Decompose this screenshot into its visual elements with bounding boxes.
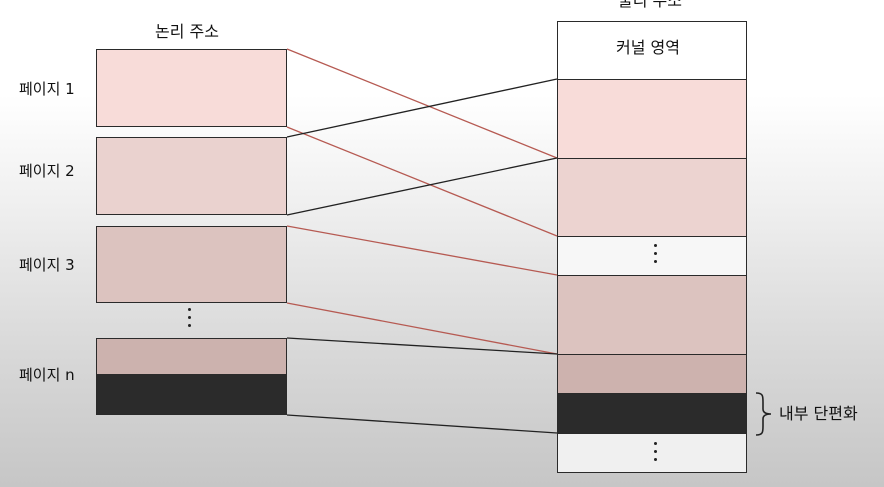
frame-empty-2: [557, 433, 747, 473]
map-line-pagen-top: [286, 337, 558, 355]
logical-address-title: 논리 주소: [155, 22, 219, 41]
map-line-page2-bottom: [286, 157, 558, 216]
physical-ellipsis-2: [654, 442, 658, 466]
internal-fragmentation-label: 내부 단편화: [779, 404, 858, 423]
logical-page-3: [96, 226, 287, 303]
kernel-area: 커널 영역: [557, 21, 747, 80]
fragment-brace-icon: [755, 392, 772, 436]
map-line-page1-top: [286, 48, 558, 159]
frame-page-2: [557, 158, 747, 237]
frame-page-n: [557, 354, 747, 394]
map-line-pagen-bottom: [286, 414, 558, 434]
logical-page-n-fragment: [97, 374, 286, 414]
page-2-label: 페이지 2: [19, 162, 75, 180]
physical-address-title: 물리 주소: [618, 0, 682, 10]
page-3-label: 페이지 3: [19, 256, 75, 274]
page-n-label: 페이지 n: [19, 366, 75, 384]
frame-empty-1: [557, 236, 747, 276]
frame-internal-fragment: [557, 393, 747, 434]
page-1-label: 페이지 1: [19, 80, 75, 98]
logical-page-1: [96, 49, 287, 127]
frame-page-1: [557, 79, 747, 159]
logical-ellipsis: [188, 308, 192, 332]
map-line-page3-top: [286, 225, 558, 276]
logical-page-n: [96, 338, 287, 415]
map-line-page2-top: [286, 78, 558, 138]
logical-page-2: [96, 137, 287, 215]
map-line-page3-bottom: [286, 302, 558, 355]
physical-ellipsis-1: [654, 244, 658, 268]
map-line-page1-bottom: [286, 126, 558, 237]
frame-page-3: [557, 275, 747, 355]
kernel-area-label: 커널 영역: [616, 38, 680, 57]
